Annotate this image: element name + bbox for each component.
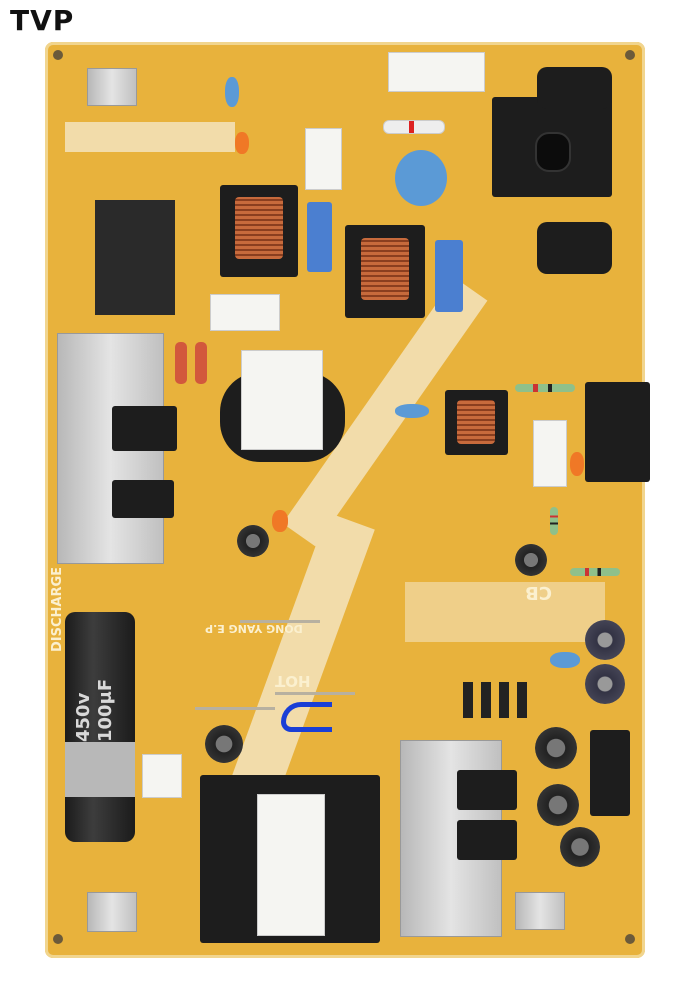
ceramic-capacitor xyxy=(272,510,288,532)
film-capacitor xyxy=(142,754,182,798)
y-capacitor xyxy=(225,77,239,107)
choke-winding xyxy=(235,197,283,259)
mounting-hole xyxy=(625,50,635,60)
resistor xyxy=(175,342,187,384)
relay xyxy=(533,420,567,487)
bulk-capacitor-base xyxy=(65,742,135,797)
cement-resistor xyxy=(210,294,280,331)
electrolytic-capacitor xyxy=(585,664,625,704)
label-sticker xyxy=(388,52,485,92)
marker-scribble xyxy=(281,702,332,732)
jumper-wire xyxy=(275,692,355,695)
transformer-label xyxy=(257,794,325,936)
output-connector xyxy=(590,730,630,816)
electrolytic-capacitor xyxy=(515,544,547,576)
y-capacitor xyxy=(395,404,429,418)
discharge-label: DISCHARGE xyxy=(50,566,66,653)
mounting-hole xyxy=(625,934,635,944)
ac-inlet-clip xyxy=(537,222,612,274)
electrolytic-capacitor xyxy=(237,525,269,557)
x-capacitor xyxy=(307,202,332,272)
y-capacitor xyxy=(550,652,580,668)
mounting-hole xyxy=(53,934,63,944)
choke-winding xyxy=(361,238,409,300)
bulk-cap-capacitance: 100μF xyxy=(95,678,116,742)
resistor xyxy=(570,568,620,576)
isolation-stripe xyxy=(65,122,235,152)
electrolytic-capacitor xyxy=(560,827,600,867)
mosfet xyxy=(112,406,177,451)
mount-bracket xyxy=(87,68,137,106)
fuse xyxy=(383,120,445,134)
diode-array xyxy=(463,682,535,718)
ac-inlet-pins xyxy=(535,132,571,172)
mount-bracket xyxy=(515,892,565,930)
rectifier-diode xyxy=(457,820,517,860)
resistor xyxy=(195,342,207,384)
cement-resistor xyxy=(305,128,342,190)
power-supply-board: 450v 100μF DISCHARGE DONG YANG E.P HOT C… xyxy=(45,42,650,958)
varistor xyxy=(395,150,447,206)
cb-label: CB xyxy=(525,582,552,603)
bulk-capacitor xyxy=(65,612,135,842)
output-connector xyxy=(585,382,650,482)
ac-inlet-clip xyxy=(537,67,612,109)
electrolytic-capacitor xyxy=(537,784,579,826)
resistor xyxy=(550,507,558,535)
jumper-wire xyxy=(240,620,320,623)
bulk-cap-voltage: 450v xyxy=(73,692,94,742)
manufacturer-label: DONG YANG E.P xyxy=(205,622,303,635)
mount-bracket xyxy=(87,892,137,932)
resistor xyxy=(515,384,575,392)
electrolytic-capacitor xyxy=(535,727,577,769)
hot-label: HOT xyxy=(275,672,311,690)
pfc-label xyxy=(241,350,323,450)
bridge-rectifier xyxy=(95,200,175,315)
ceramic-capacitor xyxy=(570,452,584,476)
ceramic-capacitor xyxy=(235,132,249,154)
electrolytic-capacitor xyxy=(585,620,625,660)
standby-winding xyxy=(457,400,495,444)
jumper-wire xyxy=(195,707,275,710)
tvp-logo: TVP xyxy=(10,4,75,37)
rectifier-diode xyxy=(457,770,517,810)
mounting-hole xyxy=(53,50,63,60)
electrolytic-capacitor xyxy=(205,725,243,763)
mosfet xyxy=(112,480,174,518)
x-capacitor xyxy=(435,240,463,312)
isolation-stripe xyxy=(225,512,375,812)
isolation-stripe xyxy=(405,582,605,642)
